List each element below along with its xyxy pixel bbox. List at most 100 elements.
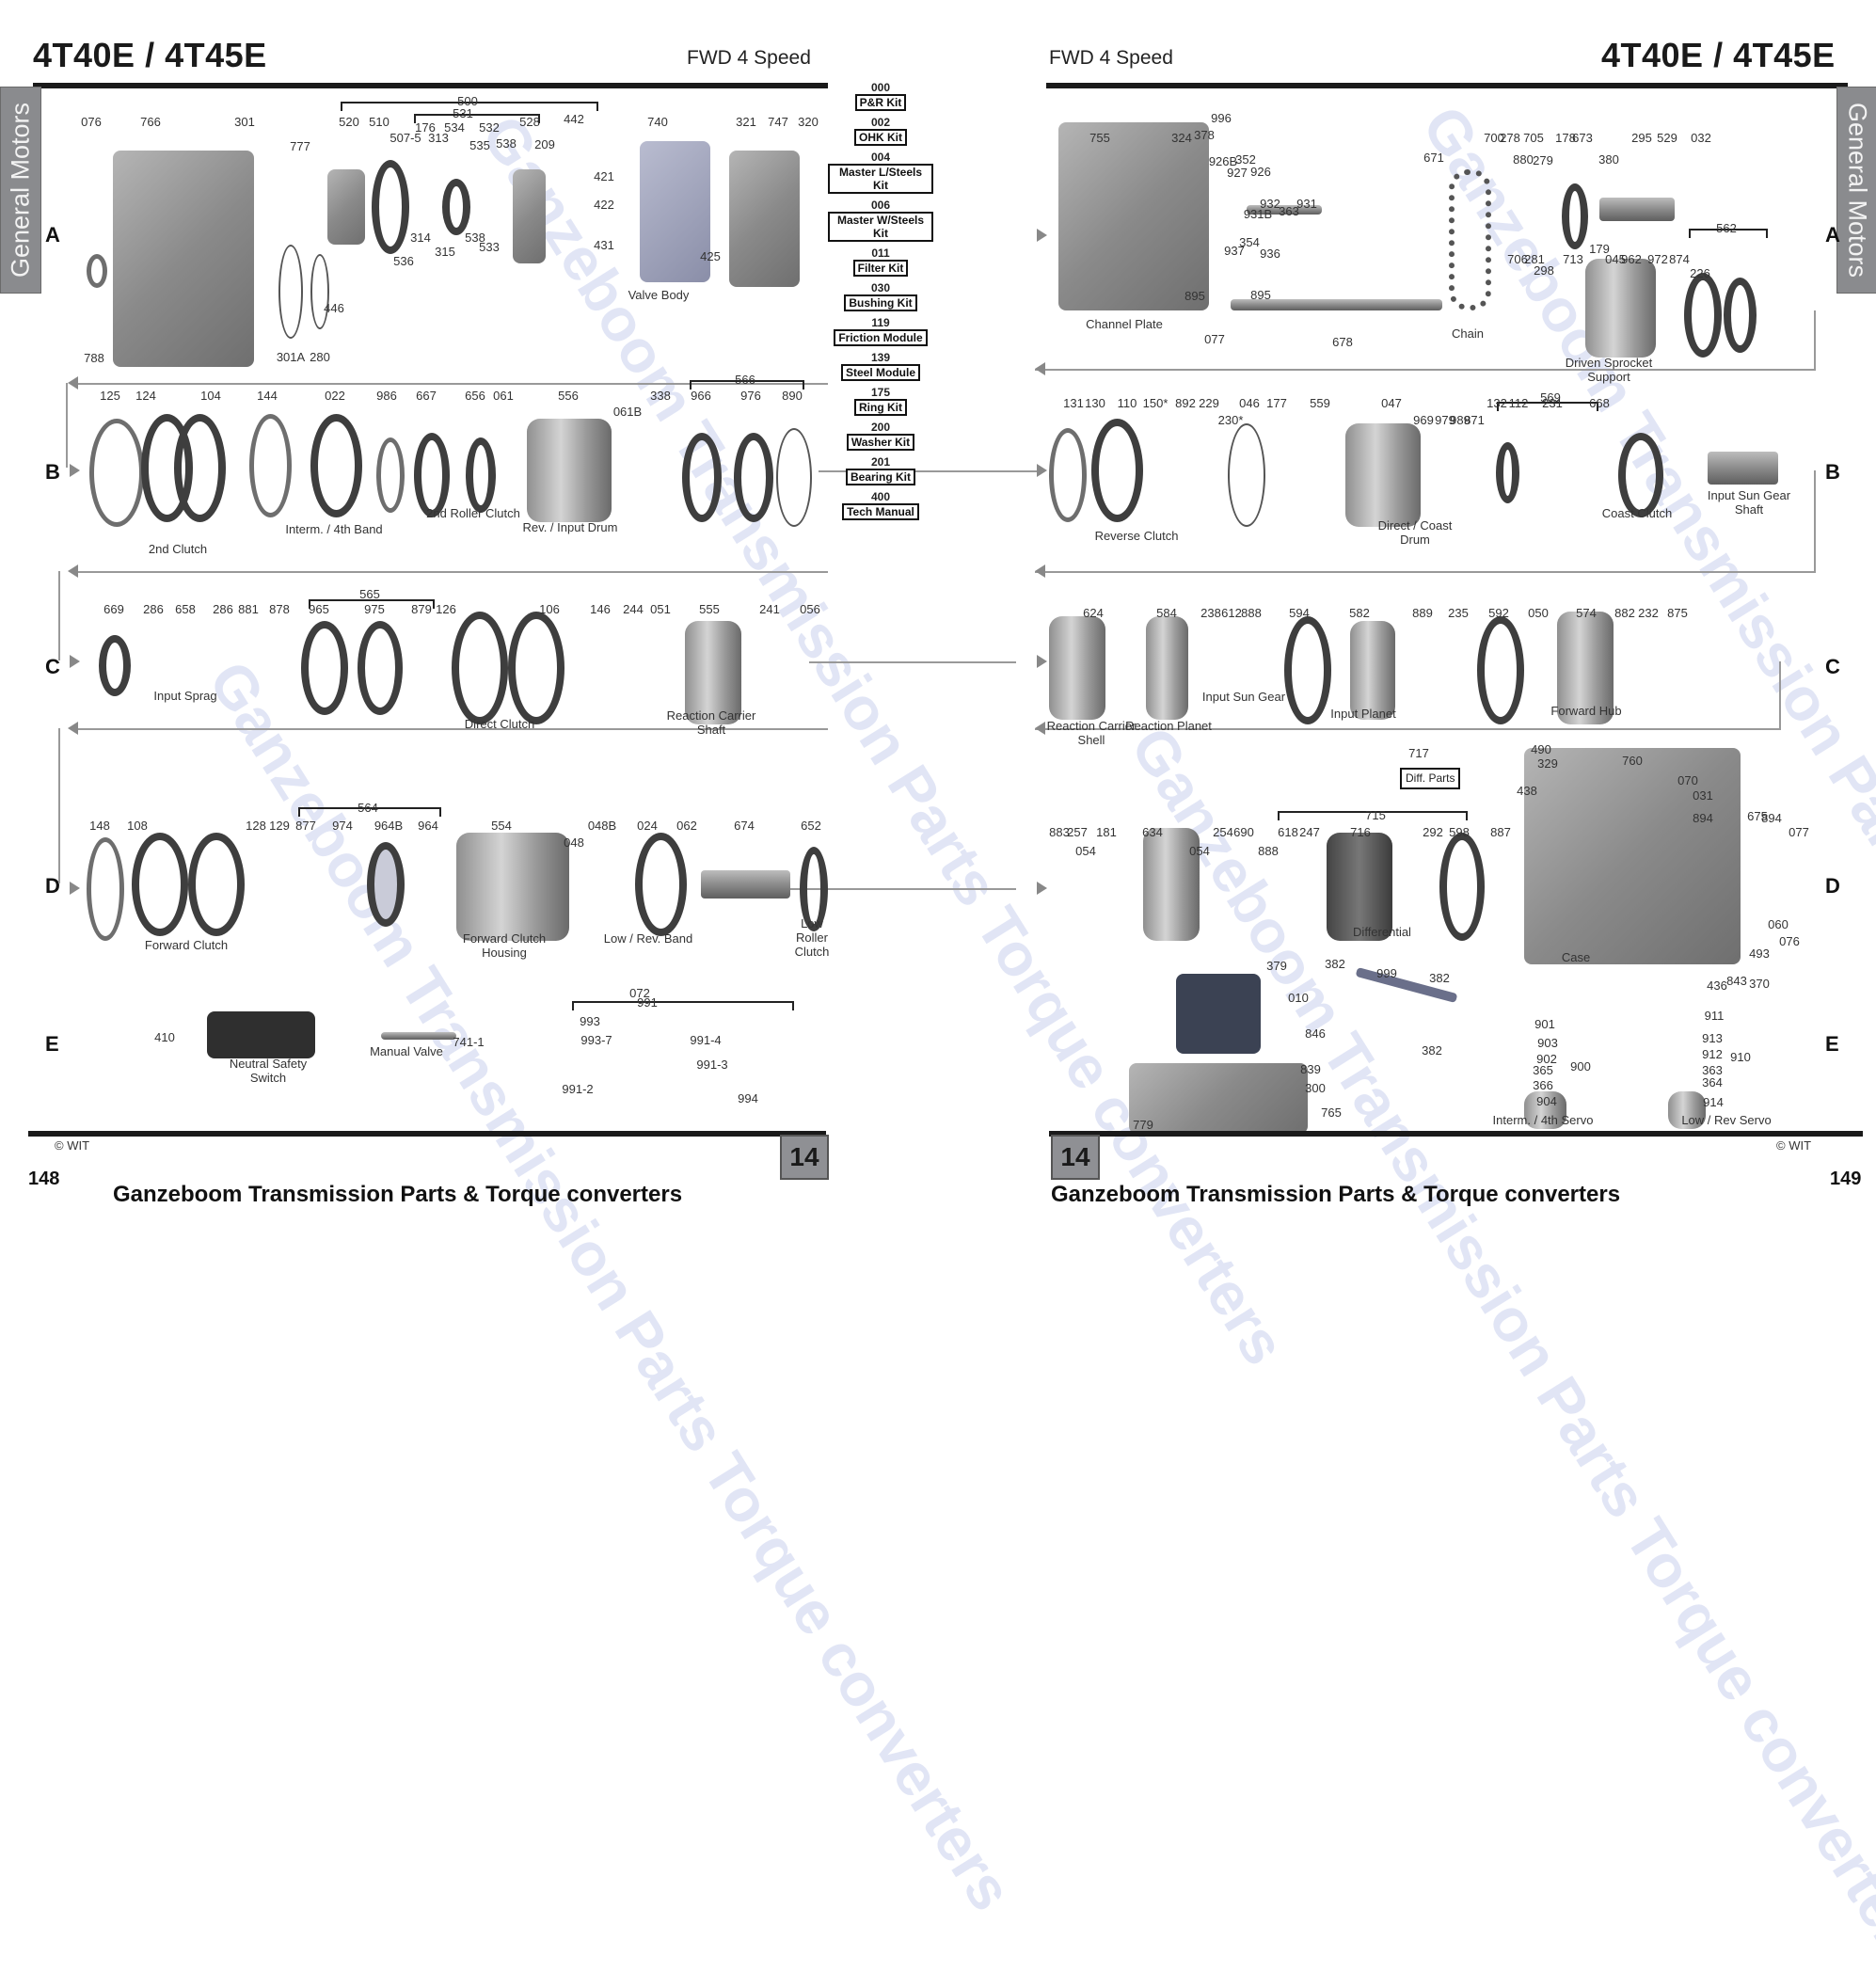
callout-678: 678 [1332,335,1353,349]
callout-755: 755 [1089,131,1110,145]
plate-illustration [1049,428,1087,522]
callout-777: 777 [290,139,310,153]
neutral-safety-switch-illustration [207,1011,315,1058]
final-drive-illustration [1143,828,1200,941]
callout-846: 846 [1305,1026,1326,1041]
callout-421: 421 [594,169,614,183]
kit-number: 400 [870,490,891,503]
callout-235: 235 [1448,606,1469,620]
callout-705: 705 [1523,131,1544,145]
snap-ring-illustration [1228,423,1265,527]
row-letter-a: A [1825,223,1840,247]
callout-060: 060 [1768,917,1789,931]
chapter-number-right: 14 [1051,1135,1100,1180]
callout-054: 054 [1075,844,1096,858]
callout-301A: 301A [276,350,306,364]
callout-927: 927 [1227,166,1248,180]
callout-507-5: 507-5 [390,131,421,145]
servo-illustration [1668,1091,1706,1129]
group-label-input-planet: Input Planet [1330,707,1396,721]
arrow-left-icon [68,722,78,735]
group-label-input-sun-gear-shaft: Input Sun Gear Shaft [1707,488,1791,517]
flow-line-a-vertical [1814,310,1816,369]
group-label-forward-clutch-housing: Forward Clutch Housing [462,931,547,960]
arrow-right-icon [1037,882,1047,895]
callout-538: 538 [496,136,517,151]
callout-077: 077 [1789,825,1809,839]
callout-878: 878 [269,602,290,616]
flow-line-c-vertical [1779,661,1781,728]
chain-illustration [1449,169,1491,310]
callout-986: 986 [376,389,397,403]
callout-931: 931 [1296,197,1317,211]
pump-body-illustration [372,160,409,254]
group-label-differential: Differential [1353,925,1411,939]
callout-329: 329 [1537,756,1558,771]
input-sun-gear-shaft-illustration [1708,452,1778,485]
callout-298: 298 [1534,263,1554,278]
sprag-illustration [358,621,403,715]
callout-747: 747 [768,115,788,129]
coast-clutch-illustration [1618,433,1663,517]
callout-176: 176 [415,120,436,135]
callout-314: 314 [410,231,431,245]
group-label-coast-clutch: Coast Clutch [1601,506,1673,520]
callout-574: 574 [1576,606,1597,620]
kit-number: 002 [870,116,891,129]
kit-number: 000 [870,81,891,94]
page-number-left: 148 [28,1169,60,1189]
kit-number: 004 [870,151,891,164]
valve-body-illustration [640,141,710,282]
kit-name: Bushing Kit [844,294,917,311]
callout-964: 964 [418,819,438,833]
spring-illustration [734,433,773,522]
callout-230: 230* [1217,413,1244,427]
callout-370: 370 [1749,977,1770,991]
flow-line-c-right [809,661,1016,663]
callout-054: 054 [1189,844,1210,858]
group-label-2nd-clutch: 2nd Clutch [148,542,208,556]
channel-plate-illustration [1058,122,1209,310]
callout-667: 667 [416,389,437,403]
callout-181: 181 [1096,825,1117,839]
callout-146: 146 [590,602,611,616]
callout-991-3: 991-3 [696,1058,728,1072]
callout-975: 975 [364,602,385,616]
piston-illustration [367,842,405,927]
callout-964B: 964B [374,819,404,833]
callout-531: 531 [453,106,473,120]
callout-024: 024 [637,819,658,833]
callout-991-2: 991-2 [562,1082,594,1096]
callout-077: 077 [1204,332,1225,346]
sprocket-illustration [1562,183,1588,249]
callout-438: 438 [1517,784,1537,798]
callout-880: 880 [1513,152,1534,167]
callout-740: 740 [647,115,668,129]
group-label-direct-coast-drum: Direct / Coast Drum [1377,518,1453,547]
callout-324: 324 [1171,131,1192,145]
callout-612: 612 [1221,606,1242,620]
callout-592: 592 [1488,606,1509,620]
arrow-left-icon [1035,722,1045,735]
ring-gear-illustration [1284,616,1331,724]
callout-352: 352 [1235,152,1256,167]
callout-072: 072 [629,986,650,1000]
ring-gear-illustration [1439,833,1485,941]
group-label-input-sprag: Input Sprag [153,689,217,703]
arrow-left-icon [68,376,78,390]
callout-062: 062 [676,819,697,833]
plate-illustration [87,837,124,941]
callout-106: 106 [539,602,560,616]
kit-name: Bearing Kit [845,469,915,485]
band-illustration [310,414,362,517]
chapter-number-left: 14 [780,1135,829,1180]
callout-582: 582 [1349,606,1370,620]
callout-972: 972 [1647,252,1668,266]
callout-529: 529 [1657,131,1677,145]
arrow-right-icon [1037,655,1047,668]
callout-010: 010 [1288,991,1309,1005]
callout-969: 969 [1413,413,1434,427]
callout-132: 132 [1486,396,1507,410]
callout-926B: 926B [1208,154,1238,168]
